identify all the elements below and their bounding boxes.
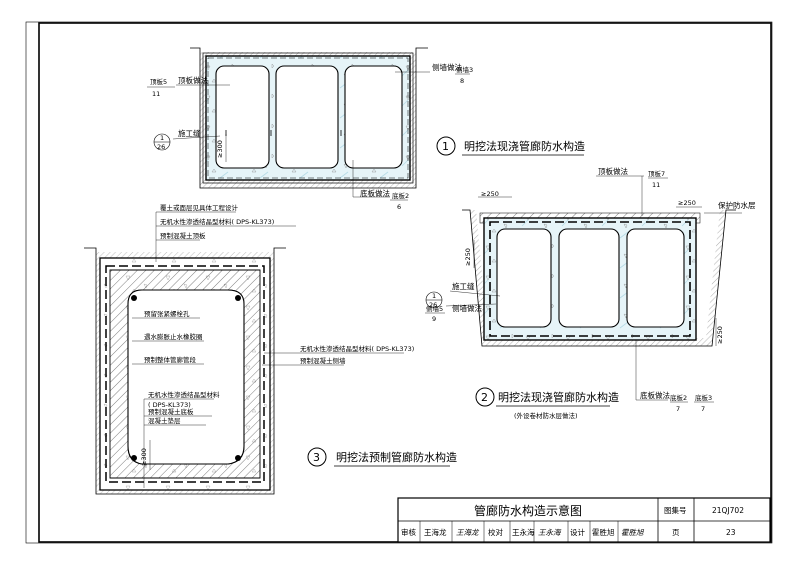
- svg-text:≥250: ≥250: [481, 190, 499, 198]
- svg-text:26: 26: [157, 143, 165, 151]
- svg-text:施工缝: 施工缝: [178, 128, 201, 138]
- svg-text:混凝土垫层: 混凝土垫层: [148, 416, 181, 425]
- check-label: 校对: [488, 527, 503, 537]
- detail-2-drawing: [445, 175, 742, 401]
- page-number: 23: [726, 528, 736, 537]
- detail-1-labels: 顶板做法 侧墙做法 施工缝 底板做法 ≥300 顶板5 11 侧墙3 8 1 2…: [147, 62, 473, 211]
- svg-text:侧墙5: 侧墙5: [426, 304, 443, 313]
- svg-text:遇水膨胀止水橡胶圈: 遇水膨胀止水橡胶圈: [144, 332, 203, 341]
- svg-text:1: 1: [442, 140, 449, 153]
- check-name: 王永海: [512, 527, 535, 537]
- svg-text:底板做法: 底板做法: [640, 390, 670, 400]
- svg-text:覆土或面层见具体工程设计: 覆土或面层见具体工程设计: [160, 203, 239, 212]
- svg-text:无机水性渗透结晶型材料( DPS-KL373): 无机水性渗透结晶型材料( DPS-KL373): [300, 344, 414, 353]
- detail-3-drawing: [84, 211, 404, 495]
- detail-1-drawing: [172, 47, 430, 198]
- svg-text:26: 26: [429, 301, 437, 309]
- review-label: 审核: [401, 527, 416, 537]
- svg-text:9: 9: [432, 315, 436, 323]
- svg-text:保护防水层: 保护防水层: [718, 200, 756, 210]
- svg-text:7: 7: [676, 405, 680, 413]
- detail-1-caption: 1 明挖法现浇管廊防水构造: [436, 136, 585, 156]
- svg-text:无机水性渗透结晶型材料( DPS-KL373): 无机水性渗透结晶型材料( DPS-KL373): [160, 217, 274, 226]
- detail-3-caption: 3 明挖法预制管廊防水构造: [307, 447, 457, 467]
- svg-text:底板2: 底板2: [392, 191, 409, 200]
- svg-text:2: 2: [481, 391, 488, 404]
- svg-text:8: 8: [460, 77, 464, 85]
- review-name: 王海龙: [424, 527, 447, 537]
- svg-text:底板做法: 底板做法: [360, 188, 390, 198]
- svg-text:无机水性渗透结晶型材料: 无机水性渗透结晶型材料: [148, 390, 220, 399]
- svg-text:底板3: 底板3: [695, 393, 712, 402]
- detail-2-labels: ≥250 ≥250 ≥250 ≥250 顶板做法 保护防水层 施工缝 侧墙做法 …: [425, 166, 756, 413]
- svg-text:顶板做法: 顶板做法: [598, 166, 628, 176]
- atlas-number: 21QJ702: [712, 506, 744, 515]
- sheet-title: 管廊防水构造示意图: [474, 503, 582, 518]
- design-name: 霍胜旭: [592, 527, 615, 537]
- page-label: 页: [672, 528, 680, 537]
- svg-text:11: 11: [652, 181, 660, 189]
- svg-text:明挖法预制管廊防水构造: 明挖法预制管廊防水构造: [336, 450, 457, 464]
- svg-text:6: 6: [397, 203, 401, 211]
- svg-text:11: 11: [152, 90, 160, 98]
- svg-text:≥300: ≥300: [140, 448, 148, 466]
- svg-text:≥250: ≥250: [464, 248, 472, 266]
- svg-text:侧墙3: 侧墙3: [456, 65, 473, 74]
- svg-text:底板2: 底板2: [670, 393, 687, 402]
- title-block: [397, 497, 771, 543]
- svg-text:预留张紧螺栓孔: 预留张紧螺栓孔: [144, 309, 190, 318]
- svg-text:≥250: ≥250: [716, 326, 724, 344]
- svg-text:预制整体管廊管段: 预制整体管廊管段: [144, 355, 197, 364]
- detail-2-caption: 2 明挖法现浇管廊防水构造 (外设卷材防水层做法): [475, 387, 619, 420]
- svg-text:1: 1: [160, 134, 164, 142]
- svg-text:1: 1: [432, 292, 436, 300]
- detail-3-labels: 覆土或面层见具体工程设计 无机水性渗透结晶型材料( DPS-KL373) 预制混…: [140, 203, 414, 466]
- svg-text:预制混凝土侧墙: 预制混凝土侧墙: [300, 356, 346, 365]
- svg-text:顶板7: 顶板7: [648, 169, 665, 178]
- svg-text:侧墙做法: 侧墙做法: [432, 62, 462, 72]
- atlas-label: 图集号: [664, 505, 687, 515]
- svg-text:(外设卷材防水层做法): (外设卷材防水层做法): [514, 411, 578, 420]
- design-signature: 霍胜旭: [621, 528, 645, 537]
- check-signature: 王永海: [538, 528, 562, 537]
- svg-text:侧墙做法: 侧墙做法: [452, 303, 482, 313]
- svg-text:顶板5: 顶板5: [150, 77, 167, 86]
- review-signature: 王海龙: [456, 528, 480, 537]
- svg-text:7: 7: [701, 405, 705, 413]
- svg-text:施工缝: 施工缝: [452, 281, 475, 291]
- svg-text:顶板做法: 顶板做法: [178, 75, 208, 85]
- svg-text:≥250: ≥250: [678, 199, 696, 207]
- svg-text:≥300: ≥300: [216, 140, 224, 158]
- svg-text:明挖法现浇管廊防水构造: 明挖法现浇管廊防水构造: [464, 139, 585, 153]
- svg-text:预制混凝土底板: 预制混凝土底板: [148, 407, 194, 416]
- design-label: 设计: [570, 527, 585, 537]
- svg-text:( DPS-KL373): ( DPS-KL373): [148, 401, 191, 409]
- outer-border: [25, 21, 773, 544]
- svg-text:3: 3: [313, 451, 320, 464]
- svg-text:预制混凝土顶板: 预制混凝土顶板: [160, 231, 206, 240]
- svg-text:明挖法现浇管廊防水构造: 明挖法现浇管廊防水构造: [498, 390, 619, 404]
